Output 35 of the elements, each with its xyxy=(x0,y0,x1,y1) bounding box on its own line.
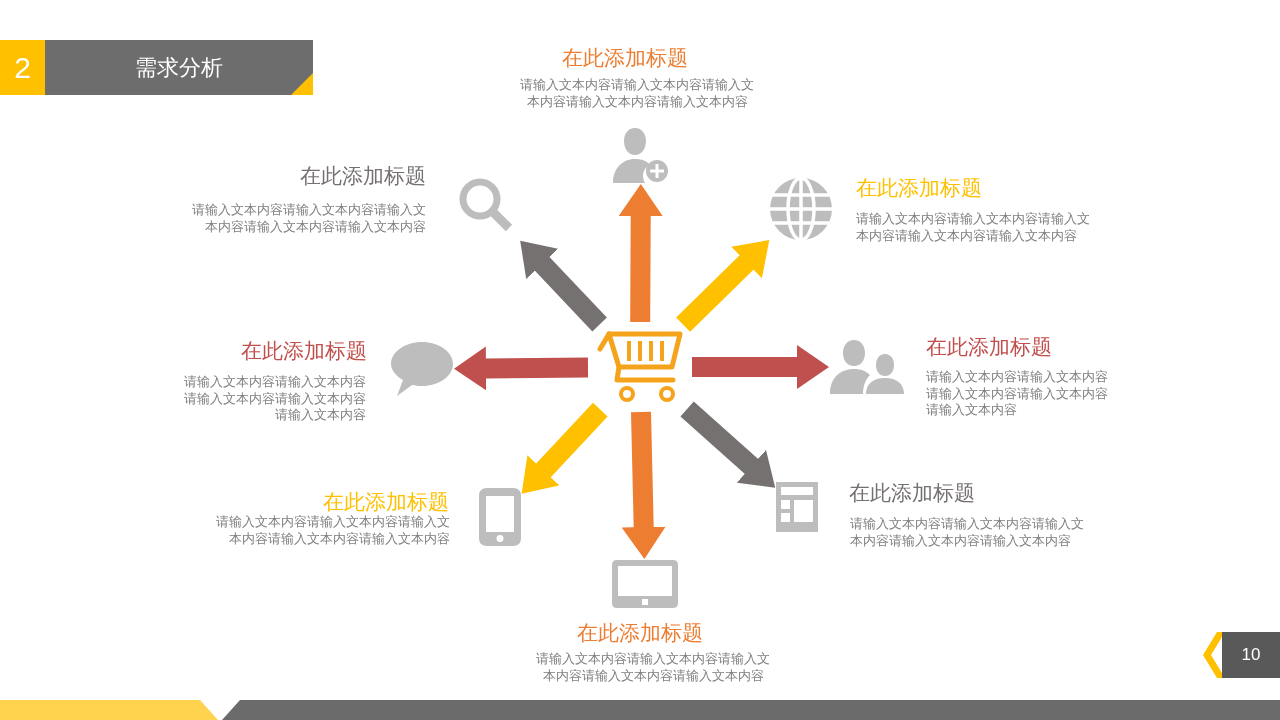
heading: 在此添加标题 xyxy=(856,176,982,200)
arrow xyxy=(618,184,663,323)
description: 请输入文本内容请输入文本内容请输入文本内容请输入文本内容请输入文本内容 xyxy=(535,651,771,684)
description: 请输入文本内容请输入文本内容请输入文本内容请输入文本内容请输入文本内容 xyxy=(850,516,1085,549)
shopping-cart-icon xyxy=(597,331,683,403)
heading: 在此添加标题 xyxy=(241,339,367,363)
heading: 在此添加标题 xyxy=(577,621,703,645)
heading: 在此添加标题 xyxy=(562,46,688,70)
arrow xyxy=(680,401,776,488)
description: 请输入文本内容请输入文本内容请输入文本内容请输入文本内容请输入文本内容 xyxy=(191,202,426,235)
description: 请输入文本内容请输入文本内容请输入文本内容请输入文本内容请输入文本内容 xyxy=(183,374,366,424)
arrow xyxy=(454,346,589,391)
slide-title: 需求分析 xyxy=(135,55,223,80)
arrow xyxy=(692,345,829,389)
arrow xyxy=(521,402,608,494)
arrow xyxy=(520,240,607,332)
description: 请输入文本内容请输入文本内容请输入文本内容请输入文本内容请输入文本内容 xyxy=(519,77,755,110)
arrow xyxy=(676,240,770,332)
users-icon xyxy=(830,340,904,394)
layout-icon xyxy=(776,482,818,532)
arrow xyxy=(621,411,666,559)
chat-bubble-icon xyxy=(391,342,453,396)
tablet-icon xyxy=(612,560,678,608)
description: 请输入文本内容请输入文本内容请输入文本内容请输入文本内容请输入文本内容 xyxy=(926,369,1109,419)
heading: 在此添加标题 xyxy=(323,490,449,514)
heading: 在此添加标题 xyxy=(849,481,975,505)
section-number: 2 xyxy=(0,40,45,95)
description: 请输入文本内容请输入文本内容请输入文本内容请输入文本内容请输入文本内容 xyxy=(215,514,450,547)
user-add-icon xyxy=(613,127,669,183)
globe-icon xyxy=(770,178,832,240)
phone-icon xyxy=(479,488,521,546)
description: 请输入文本内容请输入文本内容请输入文本内容请输入文本内容请输入文本内容 xyxy=(856,211,1091,244)
heading: 在此添加标题 xyxy=(300,164,426,188)
heading: 在此添加标题 xyxy=(926,335,1052,359)
page-number: 10 xyxy=(1222,632,1280,678)
